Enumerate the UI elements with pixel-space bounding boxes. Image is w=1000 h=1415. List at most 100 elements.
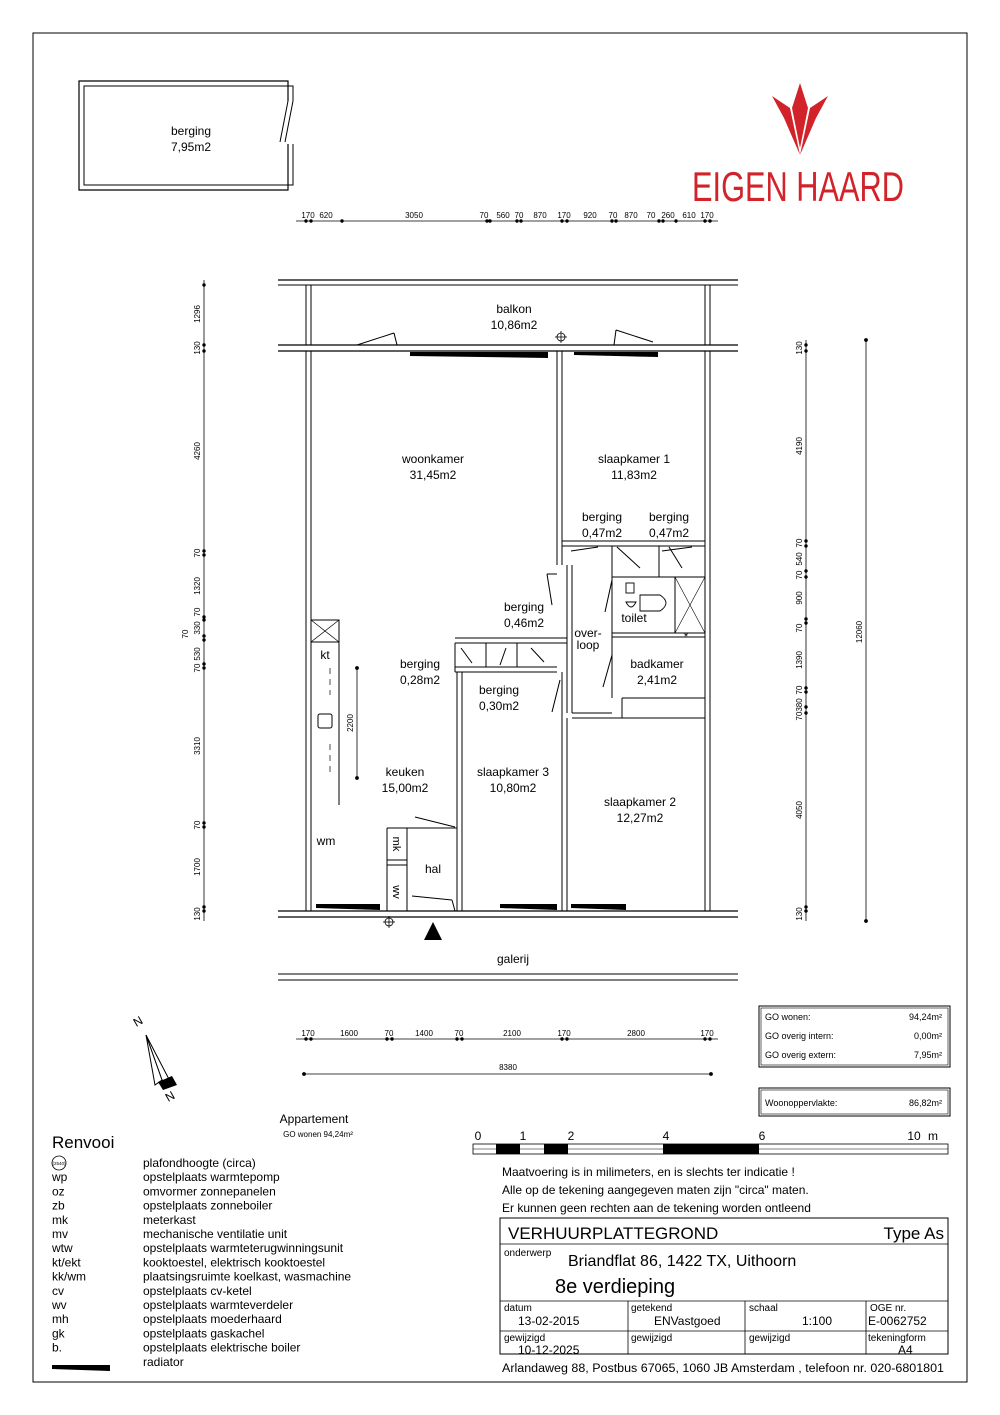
footer-address: Arlandaweg 88, Postbus 67065, 1060 JB Am… [502, 1363, 944, 1375]
legend-desc-13: opstelplaats elektrische boiler [143, 1341, 300, 1355]
balcony-area: 10,86m2 [491, 318, 538, 332]
badkamer-area: 2,41m2 [637, 673, 677, 687]
onderwerp-label: onderwerp [504, 1248, 552, 1259]
gewijzigd3-label: gewijzigd [749, 1333, 790, 1344]
left-dim-1: 130 [193, 341, 202, 355]
keuken-area: 15,00m2 [382, 781, 429, 795]
getekend-label: getekend [631, 1303, 672, 1314]
legend-desc-2: omvormer zonnepanelen [143, 1184, 276, 1198]
bottom-dim-5: 2100 [503, 1029, 521, 1038]
north-arrow-icon: N N [131, 1013, 178, 1104]
left-dimension-chain: 1296130426070132070330705307033107017001… [181, 280, 206, 921]
legend-code-4: mk [52, 1213, 69, 1227]
disclaimer-line-2: Er kunnen geen rechten aan de tekening w… [502, 1201, 811, 1215]
legend-desc-7: kooktoestel, elektrisch kooktoestel [143, 1255, 325, 1269]
scale-unit: m [928, 1129, 938, 1143]
right-dim-2: 70 [795, 538, 804, 547]
oge-label: OGE nr. [870, 1303, 906, 1314]
overloop-line1: over- [574, 626, 601, 640]
legend-desc-8: plaatsingsruimte koelkast, wasmachine [143, 1270, 351, 1284]
bottom-total-dim: 8380 [499, 1063, 517, 1072]
radiator-symbol [52, 1365, 110, 1371]
oge-value: E-0062752 [868, 1314, 927, 1328]
getekend-value: ENVastgoed [654, 1314, 721, 1328]
legend-desc-5: mechanische ventilatie unit [143, 1227, 288, 1241]
galerij-label: galerij [497, 952, 529, 966]
top-dim-8: 920 [583, 211, 597, 220]
kt-label: kt [320, 648, 330, 662]
counter-dim: 2200 [346, 714, 355, 732]
gewijzigd2-label: gewijzigd [631, 1333, 672, 1344]
scale-tick-5: 10 [907, 1129, 921, 1143]
gewijzigd-value: 10-12-2025 [518, 1343, 580, 1357]
bottom-dim-0: 170 [301, 1029, 315, 1038]
bottom-dim-6: 170 [557, 1029, 571, 1038]
area-summary-box: GO wonen: 94,24m² GO overig intern: 0,00… [758, 1005, 951, 1068]
left-dim-8: 530 [193, 647, 202, 661]
right-dim-5: 900 [795, 591, 804, 605]
doors [356, 329, 693, 912]
top-dim-5: 70 [515, 211, 524, 220]
right-dim-1: 4190 [795, 437, 804, 455]
berging-a-area: 0,47m2 [582, 526, 622, 540]
legend-title: Renvooi [52, 1133, 114, 1152]
balcony: balkon 10,86m2 [278, 279, 738, 345]
summary-label-0: GO wonen: [765, 1012, 811, 1022]
top-dim-9: 70 [609, 211, 618, 220]
right-dim-10: 70 [795, 711, 804, 720]
berging-d-area: 0,28m2 [400, 673, 440, 687]
entrance-arrow-icon [424, 922, 442, 940]
legend-code-8: kk/wm [52, 1270, 86, 1284]
woonoppervlakte-value: 86,82m² [909, 1098, 942, 1108]
crosshair-markers [383, 331, 567, 928]
legend-code-1: wp [51, 1170, 68, 1184]
top-dim-4: 560 [496, 211, 510, 220]
summary-value-2: 7,95m² [914, 1050, 942, 1060]
datum-label: datum [504, 1303, 532, 1314]
counter-dim-line [355, 666, 359, 780]
room-labels: woonkamer 31,45m2 slaapkamer 1 11,83m2 b… [316, 452, 690, 966]
left-dim-5: 70 [193, 607, 202, 616]
slaapkamer3-label: slaapkamer 3 [477, 765, 549, 779]
legend-desc-0: plafondhoogte (circa) [143, 1156, 256, 1170]
radiators [316, 352, 658, 910]
asterisk-mark: * [684, 631, 689, 643]
legend-desc-11: opstelplaats moederhaard [143, 1312, 282, 1326]
left-dim-10: 3310 [193, 737, 202, 755]
legend-code-5: mv [52, 1227, 68, 1241]
left-dim-3: 70 [193, 548, 202, 557]
slaapkamer1-label: slaapkamer 1 [598, 452, 670, 466]
legend-desc-10: opstelplaats warmteverdeler [143, 1298, 293, 1312]
overloop-line2: loop [577, 638, 600, 652]
datum-value: 13-02-2015 [518, 1314, 580, 1328]
compass-n-bottom: N [163, 1088, 178, 1104]
slaapkamer2-area: 12,27m2 [617, 811, 664, 825]
legend-code-12: gk [52, 1326, 66, 1340]
bottom-dim-2: 70 [385, 1029, 394, 1038]
woonkamer-area: 31,45m2 [410, 468, 457, 482]
left-dim-13: 130 [193, 907, 202, 921]
left-dim-11: 70 [193, 820, 202, 829]
berging-c-area: 0,46m2 [504, 616, 544, 630]
right-dim-4: 70 [795, 570, 804, 579]
toilet-label: toilet [621, 611, 647, 625]
left-dim-4: 1320 [193, 577, 202, 595]
storage-label: berging [171, 124, 211, 138]
left-dim-6: 330 [193, 621, 202, 635]
right-dim-8: 70 [795, 685, 804, 694]
schaal-value: 1:100 [802, 1314, 832, 1328]
legend-desc-3: opstelplaats zonneboiler [143, 1199, 272, 1213]
disclaimer-line-0: Maatvoering is in milimeters, en is slec… [502, 1165, 795, 1179]
summary-label-2: GO overig extern: [765, 1050, 836, 1060]
scale-tick-4: 6 [759, 1129, 766, 1143]
berging-d-label: berging [400, 657, 440, 671]
berging-e-area: 0,30m2 [479, 699, 519, 713]
title-block-title: VERHUURPLATTEGROND [508, 1224, 718, 1243]
scale-tick-1: 1 [520, 1129, 527, 1143]
top-dim-10: 870 [624, 211, 638, 220]
sheet-frame [32, 32, 968, 1383]
bottom-dim-8: 170 [700, 1029, 714, 1038]
scale-tick-0: 0 [475, 1129, 482, 1143]
right-dim-12: 130 [795, 907, 804, 921]
